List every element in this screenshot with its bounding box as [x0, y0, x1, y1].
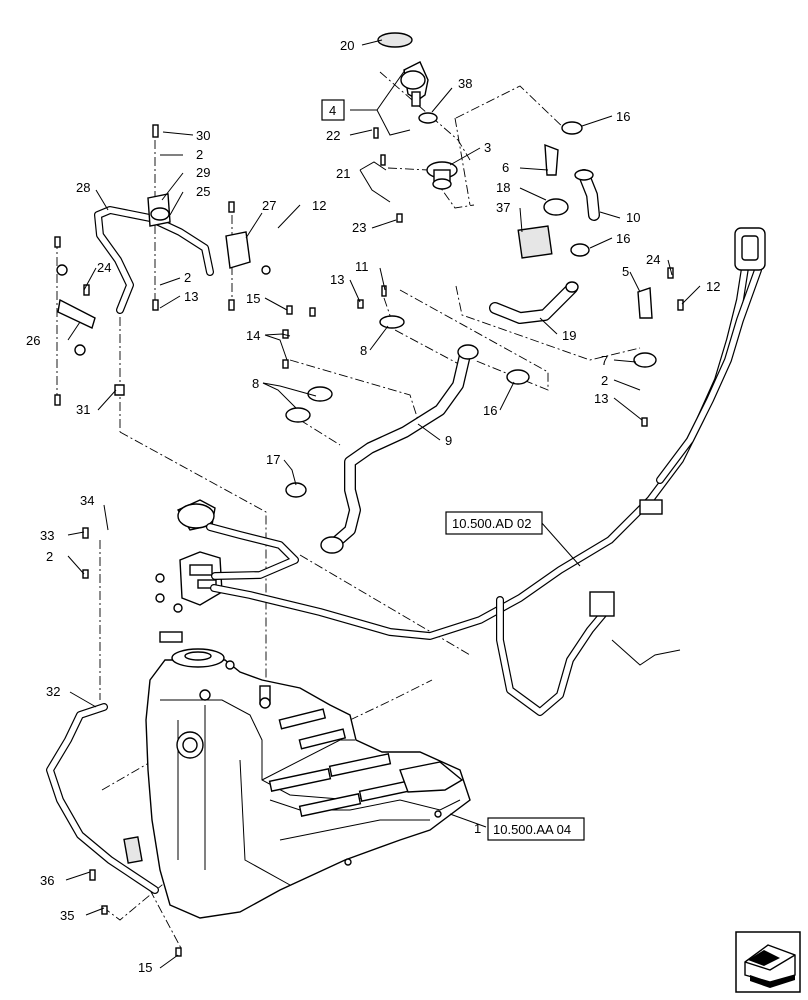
callout-10: 10: [626, 210, 640, 225]
callout-24-right: 24: [646, 252, 660, 267]
short-hose: [574, 169, 600, 221]
callout-7: 7: [601, 353, 608, 368]
callout-38: 38: [458, 76, 472, 91]
callout-2-c: 2: [601, 373, 608, 388]
callout-26: 26: [26, 333, 40, 348]
reference-ad02[interactable]: 10.500.AD 02: [445, 511, 543, 535]
callout-14: 14: [246, 328, 260, 343]
callout-22: 22: [326, 128, 340, 143]
callout-35: 35: [60, 908, 74, 923]
callout-5: 5: [622, 264, 629, 279]
clamps-brackets: [56, 193, 657, 498]
forward-page-arrow-icon[interactable]: [735, 931, 801, 993]
callout-2-d: 2: [46, 549, 53, 564]
callout-16-top: 16: [616, 109, 630, 124]
callout-21: 21: [336, 166, 350, 181]
callout-2-a: 2: [196, 147, 203, 162]
callout-4-box: [321, 99, 345, 121]
callout-8-b: 8: [252, 376, 259, 391]
vent-hose: [489, 281, 579, 324]
callout-15-a: 15: [246, 291, 260, 306]
callout-15-b: 15: [138, 960, 152, 975]
filler-hose: [320, 344, 479, 554]
callout-1: 1: [474, 821, 481, 836]
callout-12-a: 12: [312, 198, 326, 213]
callout-2-b: 2: [184, 270, 191, 285]
callout-13-b: 13: [330, 272, 344, 287]
callout-4: 4: [329, 103, 336, 118]
callout-9: 9: [445, 433, 452, 448]
callout-37: 37: [496, 200, 510, 215]
callout-20: 20: [340, 38, 354, 53]
callout-28: 28: [76, 180, 90, 195]
fuel-tank: [123, 648, 471, 919]
leader-lines: [65, 39, 701, 969]
callout-27: 27: [262, 198, 276, 213]
reference-ad02-label: 10.500.AD 02: [452, 516, 532, 531]
callout-23: 23: [352, 220, 366, 235]
callout-11: 11: [355, 259, 369, 274]
callout-6: 6: [502, 160, 509, 175]
reference-aa04[interactable]: 10.500.AA 04: [487, 817, 585, 841]
callout-labels: 20 38 4 22 3 16 30 2 29 25 28 27 12 21 6…: [26, 38, 720, 975]
callout-19: 19: [562, 328, 576, 343]
callout-29: 29: [196, 165, 210, 180]
callout-31: 31: [76, 402, 90, 417]
callout-34: 34: [80, 493, 94, 508]
callout-24-left: 24: [97, 260, 111, 275]
callout-33: 33: [40, 528, 54, 543]
reference-aa04-label: 10.500.AA 04: [493, 822, 571, 837]
callout-12-b: 12: [706, 279, 720, 294]
callout-36: 36: [40, 873, 54, 888]
callout-30: 30: [196, 128, 210, 143]
callout-16-low: 16: [483, 403, 497, 418]
cap-assembly: [377, 32, 590, 259]
callout-32: 32: [46, 684, 60, 699]
callout-16-mid: 16: [616, 231, 630, 246]
callout-13-c: 13: [594, 391, 608, 406]
callout-18: 18: [496, 180, 510, 195]
callout-8-a: 8: [360, 343, 367, 358]
callout-3: 3: [484, 140, 491, 155]
filler-neck-assembly: [155, 499, 223, 643]
breather-hose: [94, 206, 214, 314]
callout-17: 17: [266, 452, 280, 467]
callout-25: 25: [196, 184, 210, 199]
callout-13-a: 13: [184, 289, 198, 304]
fasteners: [54, 124, 684, 957]
wiring-harness: [206, 227, 766, 716]
rod: [46, 703, 159, 894]
